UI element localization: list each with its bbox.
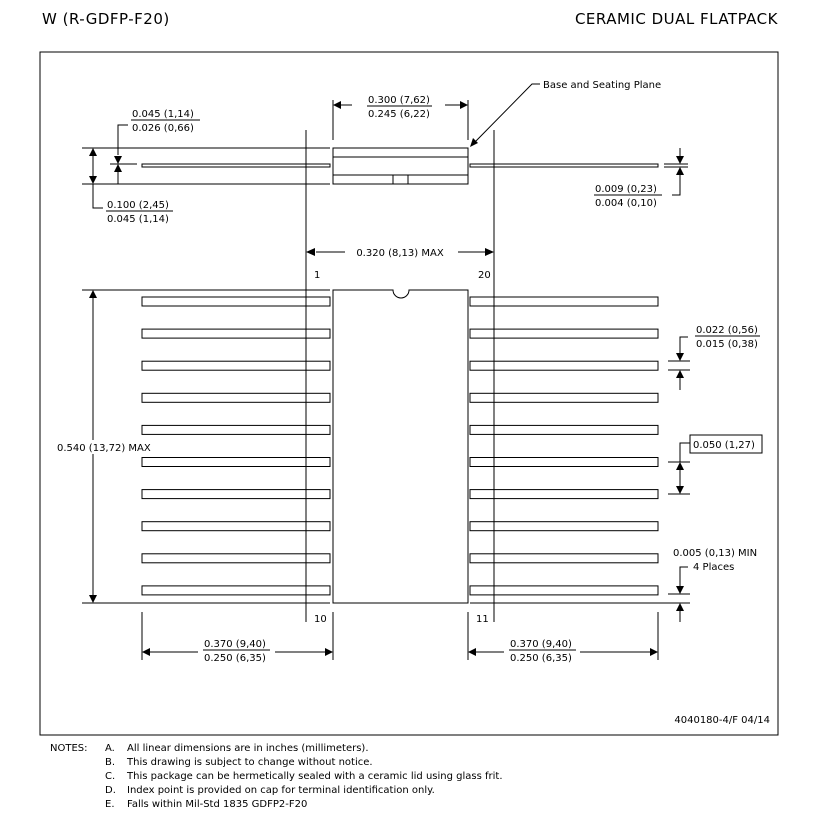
leads xyxy=(141,296,659,596)
offset-dim-min: 0.026 (0,66) xyxy=(132,123,194,134)
right-lead xyxy=(469,328,659,339)
end-gap-places: 4 Places xyxy=(693,562,734,573)
note-text: This package can be hermetically sealed … xyxy=(126,771,503,782)
right-lead xyxy=(469,521,659,532)
side-view xyxy=(82,83,688,209)
height-dim-min: 0.045 (1,14) xyxy=(107,214,169,225)
right-lead xyxy=(469,457,659,467)
note-text: Index point is provided on cap for termi… xyxy=(127,785,435,796)
base-seating-plane-label: Base and Seating Plane xyxy=(543,80,661,91)
pin-20-label: 20 xyxy=(478,270,491,281)
right-lead xyxy=(469,489,659,500)
overall-width-dim: 0.320 (8,13) MAX xyxy=(356,248,444,259)
right-lead-length-max: 0.370 (9,40) xyxy=(510,639,572,650)
notes-label: NOTES: xyxy=(50,743,88,754)
body-width-min: 0.245 (6,22) xyxy=(368,109,430,120)
note-letter: D. xyxy=(105,785,116,796)
note-letter: E. xyxy=(105,799,115,810)
note-text: This drawing is subject to change withou… xyxy=(126,757,373,768)
left-lead xyxy=(141,489,331,500)
pin-1-label: 1 xyxy=(314,270,320,281)
left-lead xyxy=(141,392,331,403)
note-letter: B. xyxy=(105,757,115,768)
right-lead xyxy=(469,360,659,371)
left-lead xyxy=(141,521,331,532)
notes-list: A. All linear dimensions are in inches (… xyxy=(105,743,503,810)
lead-width-min: 0.015 (0,38) xyxy=(696,339,758,350)
pitch-basic-box xyxy=(689,434,763,454)
offset-dim-max: 0.045 (1,14) xyxy=(132,109,194,120)
left-lead xyxy=(141,457,331,467)
left-lead-length-max: 0.370 (9,40) xyxy=(204,639,266,650)
pitch-dim: 0.050 (1,27) xyxy=(693,440,755,451)
left-lead xyxy=(141,585,331,596)
lead-thickness-min: 0.004 (0,10) xyxy=(595,198,657,209)
package-type-title: CERAMIC DUAL FLATPACK xyxy=(575,10,779,28)
left-lead-length-min: 0.250 (6,35) xyxy=(204,653,266,664)
note-letter: C. xyxy=(105,771,115,782)
lead-width-max: 0.022 (0,56) xyxy=(696,325,758,336)
lead-thickness-max: 0.009 (0,23) xyxy=(595,184,657,195)
left-lead xyxy=(141,328,331,339)
package-length-dim: 0.540 (13,72) MAX xyxy=(57,443,151,454)
package-code-title: W (R-GDFP-F20) xyxy=(42,10,170,28)
drawing-number: 4040180-4/F 04/14 xyxy=(674,715,770,726)
right-lead xyxy=(469,296,659,307)
note-text: All linear dimensions are in inches (mil… xyxy=(127,743,369,754)
left-lead xyxy=(141,424,331,435)
drawing-frame xyxy=(39,51,779,736)
pin-10-label: 10 xyxy=(314,614,327,625)
body-width-max: 0.300 (7,62) xyxy=(368,95,430,106)
note-text: Falls within Mil-Std 1835 GDFP2-F20 xyxy=(127,799,307,810)
left-lead xyxy=(141,296,331,307)
left-lead xyxy=(141,360,331,371)
end-gap-dim: 0.005 (0,13) MIN xyxy=(673,548,757,559)
right-lead xyxy=(469,585,659,596)
right-lead xyxy=(469,392,659,403)
pin-11-label: 11 xyxy=(476,614,489,625)
right-lead-length-min: 0.250 (6,35) xyxy=(510,653,572,664)
right-lead xyxy=(469,424,659,435)
height-dim-max: 0.100 (2,45) xyxy=(107,200,169,211)
note-letter: A. xyxy=(105,743,115,754)
right-lead xyxy=(469,553,659,564)
package-body xyxy=(332,289,469,604)
left-lead xyxy=(141,553,331,564)
